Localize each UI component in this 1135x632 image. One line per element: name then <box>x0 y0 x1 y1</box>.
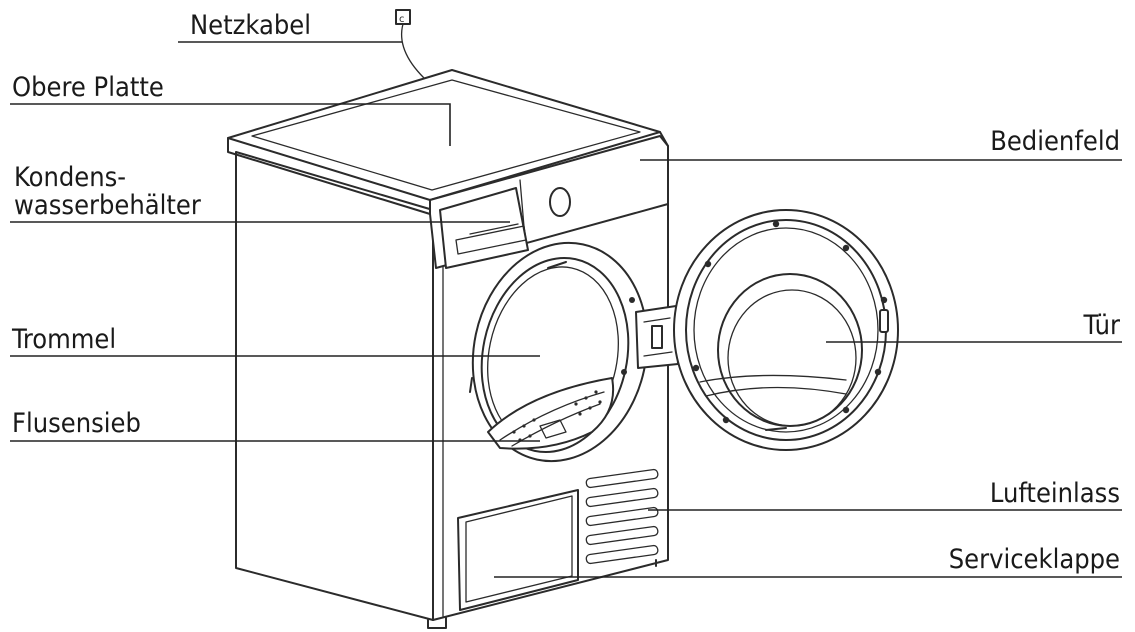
label-tuer: Tür <box>1082 310 1120 341</box>
door-hinge <box>635 305 679 369</box>
condensate-drawer <box>439 187 529 269</box>
leader-obere-platte <box>10 103 451 146</box>
label-netzkabel: Netzkabel <box>190 10 311 41</box>
power-cord-plug: c <box>395 9 425 79</box>
label-serviceklappe: Serviceklappe <box>949 544 1120 575</box>
label-obere-platte: Obere Platte <box>12 72 164 103</box>
label-bedienfeld: Bedienfeld <box>990 126 1120 157</box>
label-flusensieb: Flusensieb <box>12 408 141 439</box>
drum-opening <box>469 241 649 463</box>
label-kondens-line2: wasserbehälter <box>14 190 201 221</box>
open-door <box>673 209 899 451</box>
label-kondens-line1: Kondens- <box>14 162 126 193</box>
leader-lines <box>10 41 1122 578</box>
labels: Netzkabel Obere Platte Kondens- wasserbe… <box>11 10 1120 575</box>
svg-text:c: c <box>399 14 405 25</box>
label-trommel: Trommel <box>11 324 116 355</box>
label-lufteinlass: Lufteinlass <box>990 478 1120 509</box>
service-flap <box>457 489 579 611</box>
air-inlet-vents <box>585 468 659 565</box>
